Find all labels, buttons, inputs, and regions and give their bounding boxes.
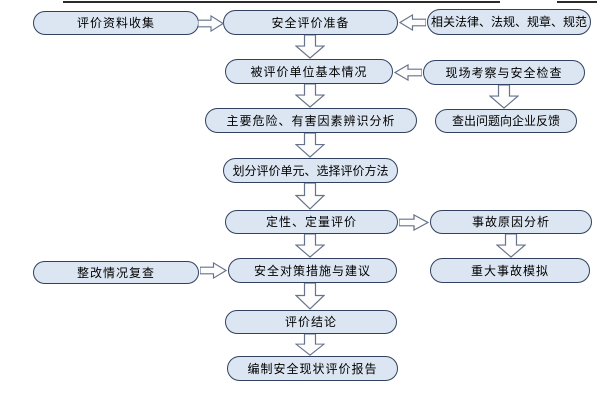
node-countermeasures: 安全对策措施与建议 [228,258,397,283]
arrow-down-icon [496,234,526,258]
node-evaluation-preparation: 安全评价准备 [223,10,398,35]
node-evaluation-conclusion: 评价结论 [225,310,397,334]
arrow-down-icon [295,35,325,59]
arrow-down-icon [295,133,325,158]
node-data-collection: 评价资料收集 [33,11,199,35]
arrow-right-icon [399,214,429,231]
top-rule-segment [557,1,597,3]
node-major-accident-simulation: 重大事故模拟 [430,258,590,283]
node-problem-feedback: 查出问题向企业反馈 [435,109,577,133]
arrow-right-icon [198,15,224,32]
node-accident-cause-analysis: 事故原因分析 [430,210,592,234]
node-compile-report: 编制安全现状评价报告 [227,356,398,381]
node-basic-info: 被评价单位基本情况 [225,59,393,84]
arrow-right-icon [200,262,227,279]
node-hazard-identification: 主要危险、有害因素辨识分析 [205,108,417,133]
node-site-inspection: 现场考察与安全检查 [423,60,585,85]
arrow-left-icon [394,64,422,81]
node-laws-regulations: 相关法律、法规、规章、规范 [427,9,591,35]
node-rectification-review: 整改情况复查 [33,261,199,284]
arrow-down-icon [295,334,325,356]
arrow-down-icon [295,234,325,258]
arrow-left-icon [399,14,426,31]
arrow-down-icon [489,85,519,109]
arrow-down-icon [295,283,325,310]
arrow-down-icon [295,84,325,108]
node-divide-units: 划分评价单元、选择评价方法 [223,158,398,183]
node-qualitative-quantitative-evaluation: 定性、定量评价 [225,210,398,234]
top-rule-segment [63,1,500,3]
arrow-down-icon [295,183,325,210]
